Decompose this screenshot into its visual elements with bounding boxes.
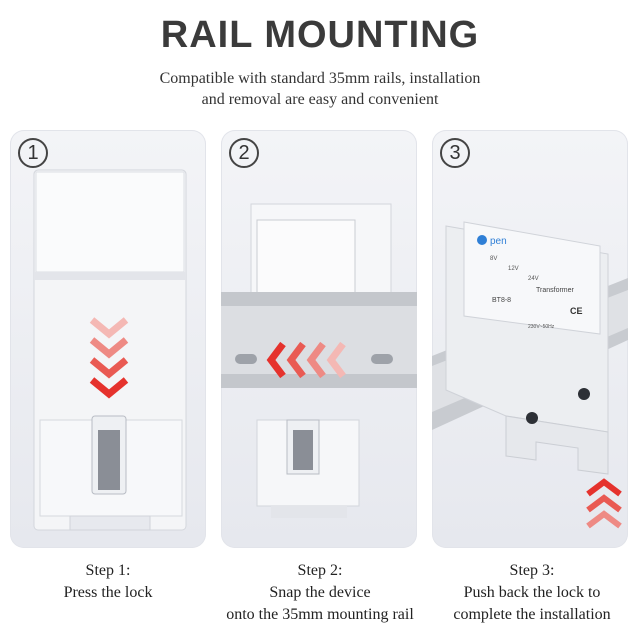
- step-2-text-line-1: Snap the device: [269, 584, 371, 601]
- device-ridge: [34, 272, 186, 280]
- step-1-panel: 1: [10, 130, 206, 548]
- device-label-ce-mark: CE: [570, 306, 583, 316]
- transformer-base: [505, 415, 609, 475]
- step-3-heading: Step 3:: [509, 562, 555, 579]
- rail-slot: [235, 354, 257, 364]
- device-feet: [69, 515, 151, 531]
- brand-logo-icon: [477, 235, 487, 245]
- subtitle: Compatible with standard 35mm rails, ins…: [0, 68, 640, 110]
- step-3-number: 3: [440, 138, 470, 168]
- step-1-text-line-1: Press the lock: [63, 584, 153, 601]
- step-3-text-line-1: Push back the lock to: [463, 584, 601, 601]
- step-1-heading: Step 1:: [85, 562, 131, 579]
- device-label-model: BT8-8: [492, 297, 511, 304]
- step-2-caption: Step 2: Snap the device onto the 35mm mo…: [215, 560, 425, 626]
- device-label-voltage-2: 12V: [508, 266, 519, 272]
- left-arrow-icon: [266, 341, 346, 379]
- subtitle-line-2: and removal are easy and convenient: [201, 91, 439, 108]
- step-3-caption: Step 3: Push back the lock to complete t…: [427, 560, 637, 626]
- device-label-brand: pen: [490, 236, 507, 247]
- device-feet: [271, 506, 347, 518]
- up-arrow-icon: [586, 478, 622, 529]
- step-3-text-line-2: complete the installation: [453, 606, 611, 623]
- lock-slot: [293, 430, 313, 470]
- transformer-label-face: [463, 221, 601, 335]
- device-label-voltage-3: 24V: [528, 276, 539, 282]
- terminal-screw: [526, 412, 538, 424]
- step-2-heading: Step 2:: [297, 562, 343, 579]
- step-3-illustration: pen 8V 12V 24V BT8-8 Transformer CE 230V…: [432, 221, 628, 529]
- step-2-panel: 2: [221, 130, 417, 548]
- step-2-number: 2: [229, 138, 259, 168]
- device-top-cover: [35, 171, 185, 273]
- device-label-voltage-1: 8V: [490, 256, 497, 262]
- page-title: RAIL MOUNTING: [160, 14, 480, 56]
- device-cover: [256, 219, 356, 297]
- step-1-illustration: [33, 169, 187, 531]
- subtitle-line-1: Compatible with standard 35mm rails, ins…: [159, 70, 481, 87]
- device-label-rating: 230V~50Hz: [528, 324, 555, 330]
- step-2-illustration: [221, 203, 417, 518]
- down-arrow-icon: [89, 317, 129, 399]
- step-2-text-line-2: onto the 35mm mounting rail: [226, 606, 414, 623]
- step-3-panel: pen 8V 12V 24V BT8-8 Transformer CE 230V…: [432, 130, 628, 548]
- terminal-screw: [578, 388, 590, 400]
- step-1-number: 1: [18, 138, 48, 168]
- step-1-caption: Step 1: Press the lock: [3, 560, 213, 604]
- lock-slot: [98, 430, 120, 490]
- rail-slot: [371, 354, 393, 364]
- device-label-type: Transformer: [536, 287, 575, 294]
